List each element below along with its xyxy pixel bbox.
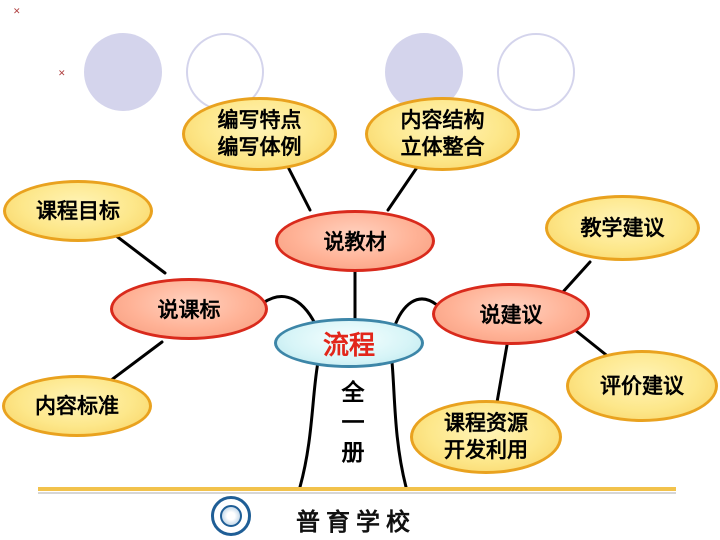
- node-line: 开发利用: [444, 438, 528, 462]
- decor-circle-1: [84, 33, 162, 111]
- node-line: 编写体例: [217, 135, 302, 159]
- connector-line: [494, 343, 509, 410]
- trunk-right-edge: [390, 360, 408, 489]
- trunk-char: 全: [341, 380, 365, 406]
- trunk-char: 册: [341, 440, 365, 466]
- node-writing-features: 编写特点 编写体例: [182, 97, 337, 171]
- node-line: 编写特点: [217, 108, 302, 132]
- connector-line: [560, 260, 592, 295]
- node-label: 教学建议: [580, 215, 665, 240]
- node-label: 说课标: [157, 298, 221, 322]
- school-seal-center: [220, 505, 242, 527]
- trunk-label: 全 一 册: [331, 378, 375, 468]
- trunk-char: 一: [341, 410, 365, 436]
- school-name: 普育学校: [296, 507, 416, 536]
- connector-line: [386, 161, 422, 212]
- node-line: 课程资源: [444, 411, 528, 435]
- node-label: 内容标准: [35, 393, 119, 418]
- node-curriculum-goals: 课程目标: [3, 180, 153, 242]
- school-seal-icon: [211, 496, 251, 536]
- broken-image-icon: ✕: [58, 69, 66, 79]
- node-teaching-suggestions: 教学建议: [545, 195, 700, 261]
- node-content-standards: 内容标准: [2, 375, 152, 437]
- node-line: 立体整合: [400, 135, 485, 159]
- node-label: 课程目标: [36, 198, 120, 223]
- node-label: 说教材: [323, 230, 387, 254]
- trunk-left-edge: [298, 360, 320, 489]
- connector-curve: [392, 297, 439, 330]
- node-line: 内容结构: [400, 108, 485, 132]
- node-textbook: 说教材: [275, 210, 435, 272]
- node-resource-development: 课程资源 开发利用: [410, 400, 562, 474]
- broken-image-icon: ✕: [13, 7, 21, 17]
- connector-line: [284, 161, 312, 212]
- node-label: 流程: [322, 330, 375, 361]
- node-label: 评价建议: [600, 373, 684, 398]
- node-curriculum-standard: 说课标: [110, 278, 268, 340]
- node-suggestions: 说建议: [432, 283, 590, 345]
- decor-circle-4: [497, 33, 575, 111]
- node-process: 流程: [274, 318, 424, 368]
- node-label: 说建议: [479, 303, 543, 327]
- node-content-structure: 内容结构 立体整合: [365, 97, 520, 171]
- connector-line: [573, 328, 612, 360]
- node-evaluation-suggestions: 评价建议: [566, 350, 718, 422]
